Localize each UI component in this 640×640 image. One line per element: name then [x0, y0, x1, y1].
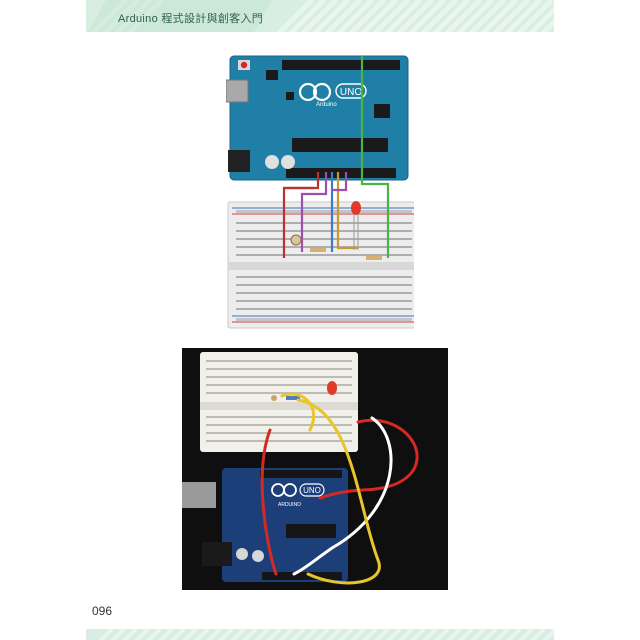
footer-stripes — [86, 628, 554, 640]
header-band — [86, 0, 554, 32]
footer-band — [86, 628, 554, 640]
photo-board-model-label: UNO — [303, 486, 321, 495]
diagram-wires — [282, 56, 390, 258]
arduino-uno-board-diagram: Arduino UNO — [226, 55, 409, 181]
arduino-uno-board-photo: ARDUINO UNO — [182, 468, 348, 582]
photo-wires — [260, 392, 419, 585]
running-header-title: Arduino 程式設計與創客入門 — [118, 13, 264, 25]
diagram-components — [290, 201, 382, 260]
photo-board-brand-label: ARDUINO — [278, 502, 301, 508]
circuit-photo-figure: ARDUINO UNO — [182, 348, 448, 590]
board-model-label: UNO — [340, 87, 362, 98]
wiring-diagram-figure: Arduino UNO — [226, 55, 414, 329]
header-stripes — [86, 0, 554, 32]
board-brand-label: Arduino — [316, 102, 337, 108]
breadboard-diagram — [227, 201, 414, 329]
page-number: 096 — [92, 604, 113, 618]
breadboard-photo — [200, 352, 358, 452]
